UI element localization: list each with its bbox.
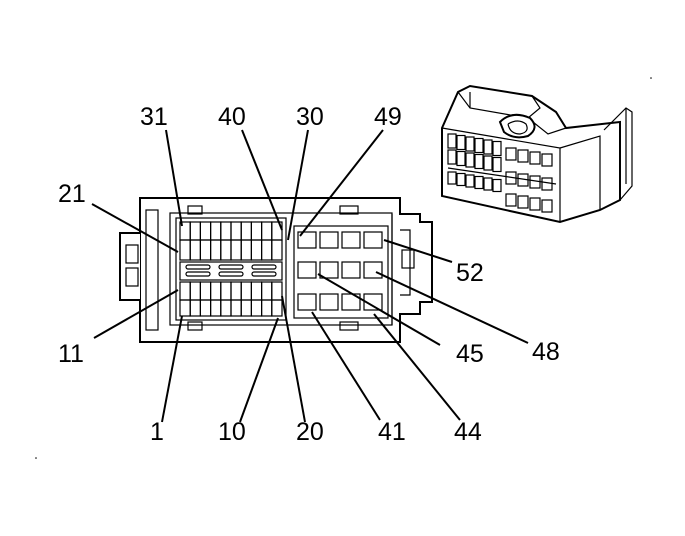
upper-cavity-block bbox=[179, 221, 283, 261]
pin-label-44: 44 bbox=[454, 418, 482, 446]
iso-cavity bbox=[541, 199, 553, 213]
large-cavity bbox=[319, 261, 339, 279]
large-cavity bbox=[297, 231, 317, 249]
pin-label-11: 11 bbox=[58, 340, 84, 368]
small-cavity bbox=[271, 239, 283, 261]
large-cavity bbox=[297, 293, 317, 311]
iso-cavity bbox=[517, 149, 529, 163]
iso-cavity bbox=[492, 178, 502, 193]
iso-cavity bbox=[447, 133, 457, 149]
small-cavity bbox=[271, 299, 283, 317]
pin-label-10: 10 bbox=[218, 418, 246, 446]
iso-cavity bbox=[483, 177, 493, 191]
iso-cavity bbox=[465, 152, 475, 168]
iso-cavity bbox=[474, 137, 484, 154]
iso-cavity bbox=[483, 155, 493, 171]
iso-cavity bbox=[456, 150, 466, 167]
connector-front-view bbox=[119, 197, 433, 343]
iso-cavity bbox=[447, 149, 457, 165]
pin-label-1: 1 bbox=[150, 418, 164, 446]
speck bbox=[650, 77, 652, 79]
iso-cavity bbox=[465, 136, 475, 152]
large-cavity bbox=[363, 261, 383, 279]
iso-cavity bbox=[529, 197, 541, 211]
iso-cavity bbox=[492, 156, 502, 173]
pin-label-52: 52 bbox=[456, 259, 484, 287]
leader-lines bbox=[91, 129, 529, 423]
iso-cavity bbox=[465, 174, 475, 188]
iso-cavity bbox=[474, 153, 484, 170]
large-cavity bbox=[319, 293, 339, 311]
large-cavity-block bbox=[293, 225, 389, 319]
iso-cavity bbox=[456, 134, 466, 151]
pin-label-40: 40 bbox=[218, 103, 246, 131]
iso-cavity bbox=[541, 153, 553, 167]
iso-cavity bbox=[517, 195, 529, 209]
large-cavity bbox=[319, 231, 339, 249]
pin-label-30: 30 bbox=[296, 103, 324, 131]
connector-isometric-view bbox=[441, 84, 633, 224]
large-cavity bbox=[363, 293, 383, 311]
pin-label-31: 31 bbox=[140, 103, 168, 131]
large-cavity bbox=[341, 261, 361, 279]
pin-label-20: 20 bbox=[296, 418, 324, 446]
large-cavity bbox=[341, 231, 361, 249]
iso-cavity bbox=[447, 171, 457, 185]
pin-label-49: 49 bbox=[374, 103, 402, 131]
center-latch-slots bbox=[179, 261, 283, 281]
pin-labels: 31 40 30 49 21 52 11 45 48 1 10 20 41 44 bbox=[58, 103, 560, 446]
pin-label-21: 21 bbox=[58, 180, 86, 208]
lower-cavity-block bbox=[179, 281, 283, 317]
iso-cavity bbox=[483, 139, 493, 155]
pin-label-48: 48 bbox=[532, 338, 560, 366]
pin-label-45: 45 bbox=[456, 340, 484, 368]
iso-cavity bbox=[529, 151, 541, 165]
large-cavity bbox=[297, 261, 317, 279]
pin-label-41: 41 bbox=[378, 418, 406, 446]
iso-cavity bbox=[505, 147, 517, 161]
iso-cavity bbox=[492, 140, 502, 157]
iso-cavity bbox=[505, 193, 517, 207]
large-cavity bbox=[363, 231, 383, 249]
iso-cavity bbox=[456, 172, 466, 187]
speck bbox=[35, 457, 37, 459]
iso-cavity bbox=[474, 175, 484, 190]
